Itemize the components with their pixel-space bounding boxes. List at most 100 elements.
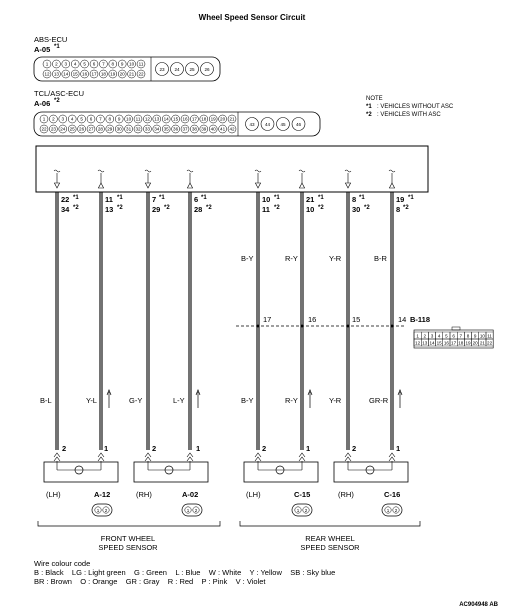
pin-circle [58,124,68,134]
pin-circle [61,69,71,79]
sensor-3-pin-right: 1 [306,444,310,453]
pin-circle [133,114,143,124]
terminal-mark [388,169,396,173]
pin-circle [80,59,89,69]
pin-label-b: 30 [352,205,360,214]
pin-circle [276,117,290,131]
terminal-arrow-down [344,182,352,189]
pin-mark-b: *2 [117,205,123,211]
sensor-connector-pin-number: 2 [195,508,198,513]
pin-circle [86,114,96,124]
sensor-body [133,461,209,483]
pin-number: 2 [55,62,58,67]
pin-number: 20 [220,117,226,122]
pin-number: 2 [52,117,55,122]
diagram-title: Wheel Speed Sensor Circuit [199,13,306,22]
pin-circle [124,114,133,124]
terminal-mark [298,169,306,173]
pin-mark-a: *1 [73,195,79,201]
pin-number: 33 [145,127,151,132]
pin-circle [99,59,108,69]
pin-circle [77,124,86,134]
junction-pin-number: 21 [480,340,486,345]
pin-number: 22 [138,72,144,77]
pin-circle [58,114,68,124]
sensor-1-side: (LH) [46,490,61,499]
pin-number: 13 [154,117,160,122]
upper-wire-color-4: B-R [374,254,388,263]
pin-number: 24 [174,67,180,72]
connector-chevron [298,452,306,462]
pin-mark-b: *2 [274,205,280,211]
sensor-1-pin-right: 1 [104,444,108,453]
pin-label-a: 22 [61,195,69,204]
pin-circle [143,124,152,134]
junction-pin-number: 4 [438,333,441,338]
pin-label-a: 8 [352,195,356,204]
pin-circle [200,62,214,76]
pin-circle [117,69,127,79]
pin-circle [260,117,275,131]
junction-pin-number: 19 [465,340,471,345]
junction-pin-number: 17 [451,340,457,345]
pin-number: 25 [70,127,76,132]
sensor-connector-pin [102,506,110,514]
pin-number: 5 [83,62,86,67]
pin-number: 1 [43,117,46,122]
connector-chevron [186,452,194,462]
junction-pin-number: 12 [415,340,421,345]
pin-label-a: 19 [396,195,404,204]
pin-number: 13 [54,72,60,77]
sensor-4-side: (RH) [338,490,354,499]
sensor-3-pin-left: 2 [262,444,266,453]
sensor-connector-pin-number: 2 [105,508,108,513]
pin-number: 17 [192,117,198,122]
pin-circle [105,114,115,124]
pin-circle [108,59,118,69]
connector-chevron [97,452,105,462]
junction-pin-number: 2 [424,333,427,338]
abs-ecu-mark: *1 [54,44,60,50]
junction-pin-number: 11 [487,333,492,338]
pin-circle [291,117,306,131]
junction-pin-number: 3 [431,333,434,338]
pin-circle [161,114,171,124]
terminal-arrow-down [144,182,152,189]
terminal-mark [144,169,152,173]
sensor-connector-pin-number: 1 [387,508,390,513]
pin-circle [127,59,136,69]
pin-label-b: 34 [61,205,70,214]
junction-pin-15: 15 [352,315,360,324]
sensor-connector-pin [392,506,400,514]
sensor-3-side: (LH) [246,490,261,499]
pin-number: 6 [93,62,96,67]
pin-circle [171,124,180,134]
pin-number: 40 [211,127,217,132]
pin-circle [117,59,127,69]
legend-heading: Wire colour code [34,559,90,568]
terminal-arrow-down [254,182,262,189]
lower-wire-color-5: B-Y [241,396,254,405]
pin-number: 5 [80,117,83,122]
sensor-4-code: C-16 [384,490,400,499]
rear-group-line2: SPEED SENSOR [300,543,360,552]
pin-number: 25 [189,67,195,72]
sensor-coil [164,465,174,475]
pin-number: 23 [159,67,165,72]
junction-pin-17: 17 [263,315,271,324]
sensor-connector-face [291,503,313,517]
pin-number: 20 [120,72,126,77]
terminal-arrow-up [186,182,194,189]
sensor-connector-face [181,503,203,517]
pin-circle [77,114,86,124]
pin-circle [124,124,133,134]
pin-circle [52,69,61,79]
note-text-1: : VEHICLES WITHOUT ASC [377,104,454,110]
pin-circle [190,124,199,134]
pin-circle [190,114,199,124]
pin-mark-a: *1 [318,195,324,201]
pin-label-b: 28 [194,205,202,214]
pin-number: 12 [44,72,50,77]
